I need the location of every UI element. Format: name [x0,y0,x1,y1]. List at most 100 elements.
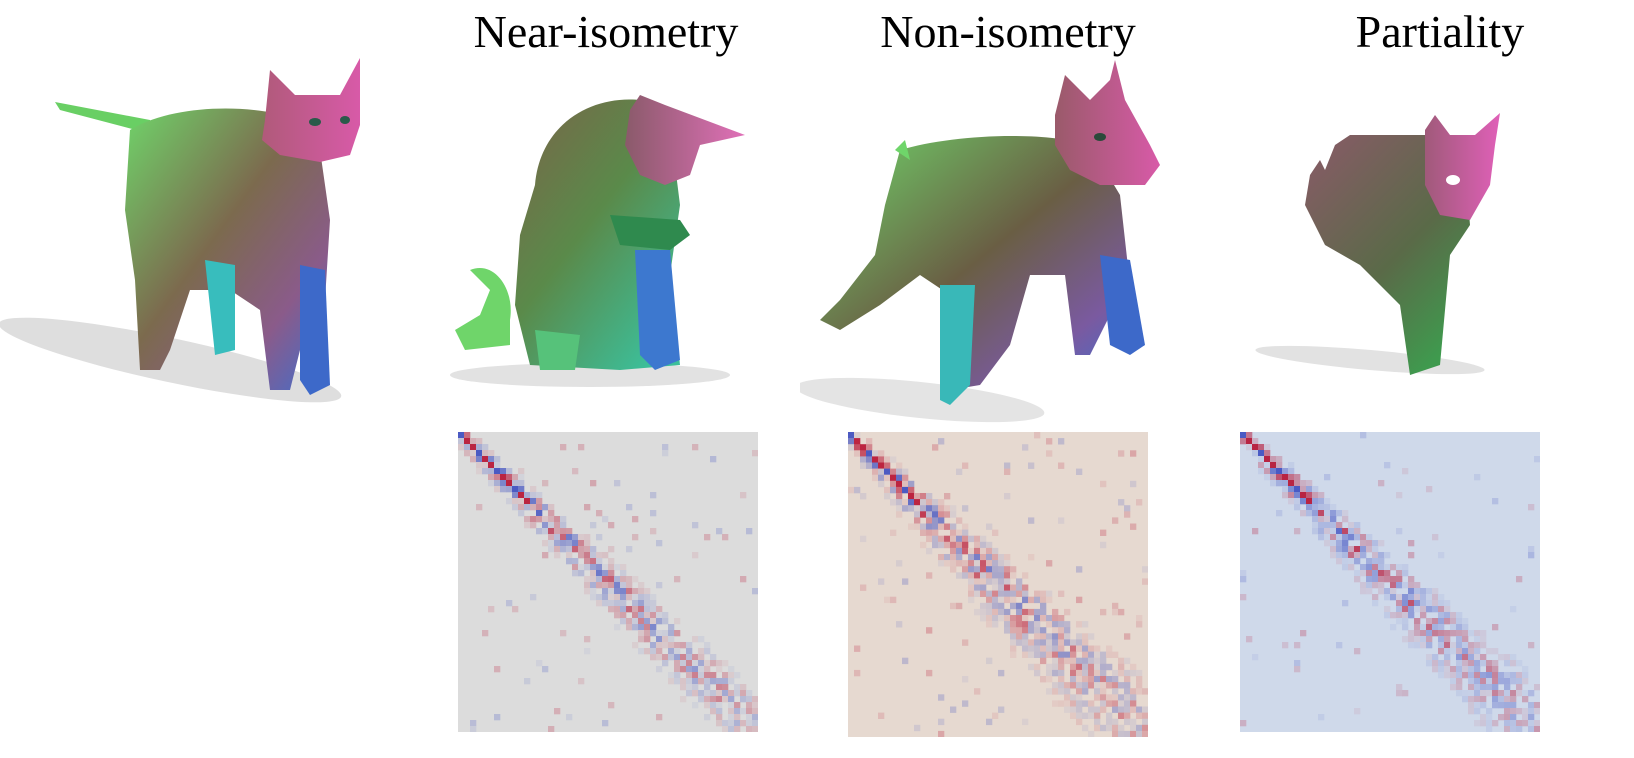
matrix-cell [1516,660,1523,667]
matrix-cell [1432,654,1439,661]
matrix-cell [1354,534,1361,541]
matrix-cell [692,678,699,685]
matrix-cell [1420,606,1427,613]
matrix-cell [692,444,699,451]
matrix-cell [488,456,495,463]
matrix-cell [656,654,663,661]
matrix-cell [1258,462,1265,469]
matrix-cell [872,468,879,475]
matrix-cell [1492,720,1499,727]
matrix-cell [986,615,993,622]
matrix-cell [998,596,1005,604]
matrix-cell [1124,706,1131,713]
matrix-cell [962,541,969,549]
matrix-cell [542,516,549,523]
matrix-cell [986,572,993,579]
matrix-cell [596,558,603,565]
matrix-cell [746,690,753,697]
matrix-cell [1010,566,1017,573]
matrix-cell [734,672,741,679]
matrix-cell [512,492,519,499]
matrix-cell [1474,702,1481,709]
matrix-cell [1378,582,1385,589]
matrix-cell [698,666,705,673]
matrix-cell [1124,730,1131,737]
matrix-cell [740,492,747,499]
matrix-cell [650,630,657,637]
matrix-cell [1240,576,1247,583]
matrix-cell [1010,627,1017,634]
matrix-cell [1300,486,1307,493]
matrix-cell [854,669,861,677]
matrix-cell [560,444,567,451]
matrix-cell [722,678,729,685]
matrix-cell [536,504,543,511]
matrix-cell [590,582,597,589]
matrix-cell [1510,654,1517,661]
matrix-cell [1504,708,1511,715]
matrix-cell [1342,546,1349,553]
matrix-cell [956,541,963,549]
matrix-cell [1306,504,1313,511]
matrix-cell [866,456,873,463]
matrix-cell [1480,654,1487,661]
matrix-cell [1070,682,1077,689]
matrix-cell [1040,633,1047,640]
matrix-cell [668,642,675,649]
matrix-cell [968,596,975,604]
matrix-cell [1022,615,1029,622]
matrix-cell [512,480,519,487]
matrix-cell [1522,690,1529,697]
matrix-cell [1330,546,1337,553]
matrix-cell [500,480,507,487]
matrix-cell [1046,590,1053,597]
matrix-cell [662,444,669,451]
matrix-cell [1498,672,1505,679]
matrix-cell [1504,672,1511,679]
matrix-cell [1504,702,1511,709]
matrix-cell [1432,534,1439,541]
matrix-cell [1414,642,1421,649]
matrix-cell [1258,468,1265,475]
matrix-cell [1142,578,1148,585]
matrix-cell [674,648,681,655]
matrix-cell [914,511,921,518]
matrix-cell [1324,540,1331,547]
matrix-cell [650,648,657,655]
matrix-cell [692,522,699,529]
matrix-cell [716,660,723,667]
matrix-cell [950,547,957,555]
matrix-cell [1378,576,1385,583]
matrix-cell [578,564,585,571]
matrix-cell [488,474,495,481]
matrix-cell [1088,651,1095,658]
matrix-cell [554,528,561,535]
matrix-cell [896,505,903,512]
matrix-cell [1408,642,1415,649]
matrix-cell [1450,666,1457,673]
matrix-cell [482,456,489,463]
matrix-cell [1052,645,1059,652]
matrix-cell [1486,648,1493,655]
matrix-cell [1462,636,1469,643]
near-isometry-functional-map [458,432,758,732]
matrix-cell [650,594,657,601]
matrix-cell [662,450,669,457]
matrix-cell [1402,468,1409,475]
matrix-cell [1010,633,1017,640]
matrix-cell [1468,648,1475,655]
matrix-cell [692,552,699,559]
matrix-cell [1414,618,1421,625]
matrix-cell [1486,666,1493,673]
matrix-cell [506,498,513,505]
matrix-cell [1312,504,1319,511]
matrix-cell [938,554,945,561]
matrix-cell [1264,468,1271,475]
matrix-cell [1486,726,1493,732]
matrix-cell [1498,702,1505,709]
matrix-cell [602,552,609,559]
matrix-cell [494,486,501,493]
matrix-cell [524,522,531,529]
matrix-cell [914,724,921,732]
matrix-cell [740,576,747,583]
